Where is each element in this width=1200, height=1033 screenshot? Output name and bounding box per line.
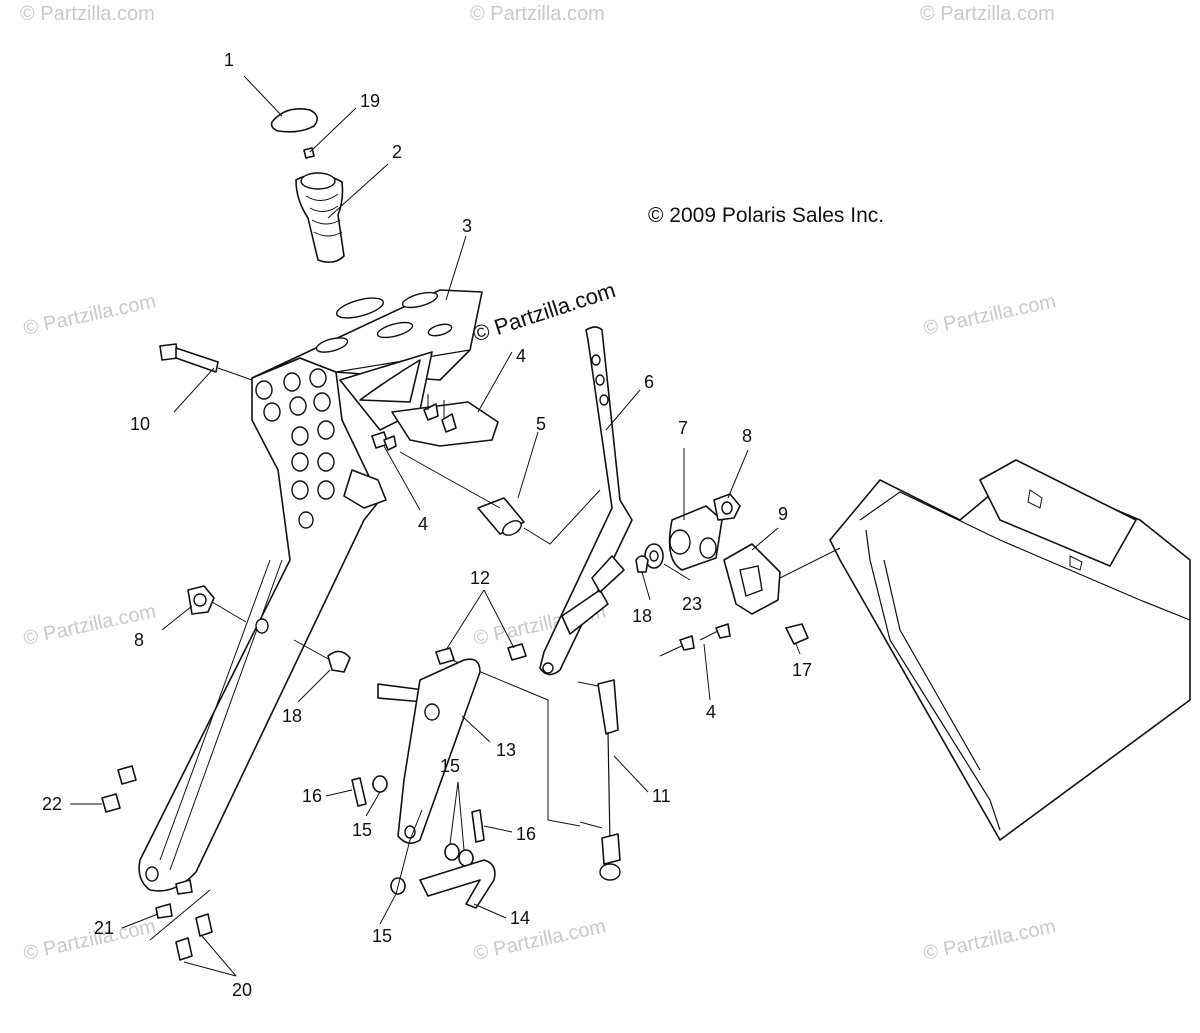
callout-15: 15	[440, 756, 460, 776]
callout-16: 16	[516, 824, 536, 844]
cotter-pin	[471, 809, 485, 843]
callout-19: 19	[360, 91, 380, 111]
copyright-text: © 2009 Polaris Sales Inc.	[648, 204, 884, 227]
shift-lever	[539, 326, 633, 676]
idler-plate	[377, 658, 481, 844]
watermark: © Partzilla.com	[921, 290, 1057, 340]
callout-14: 14	[510, 908, 530, 928]
watermark: © Partzilla.com	[470, 3, 605, 25]
callout-10: 10	[130, 414, 150, 434]
watermark: © Partzilla.com	[20, 3, 155, 25]
watermark: © Partzilla.com	[921, 915, 1057, 965]
mount-plate	[723, 543, 781, 615]
callout-12: 12	[470, 568, 490, 588]
rivet	[423, 403, 439, 421]
callout-15: 15	[352, 820, 372, 840]
callouts: 1 19 2 3 4 10 4 5 6 7 8 9 8 12 18 23 17 …	[42, 50, 812, 1000]
nut	[785, 623, 809, 645]
callout-6: 6	[644, 372, 654, 392]
flange-nut	[101, 793, 121, 813]
rivet	[441, 413, 457, 433]
callout-13: 13	[496, 740, 516, 760]
shift-knob	[295, 172, 345, 264]
watermark: © Partzilla.com	[21, 290, 157, 340]
shift-rod	[577, 679, 621, 881]
rivet	[679, 635, 695, 651]
bolt	[195, 913, 213, 937]
lock-nut	[435, 647, 455, 665]
callout-20: 20	[232, 980, 252, 1000]
nut	[187, 585, 247, 623]
callout-21: 21	[94, 918, 114, 938]
callout-17: 17	[792, 660, 812, 680]
linkage-pin	[419, 859, 496, 909]
washer	[372, 775, 388, 793]
rivet	[383, 435, 397, 451]
clip	[327, 650, 351, 673]
callout-5: 5	[536, 414, 546, 434]
leader-lines	[70, 75, 801, 977]
lock-nut	[507, 643, 527, 661]
callout-23: 23	[682, 594, 702, 614]
callout-4: 4	[706, 702, 716, 722]
bolt	[175, 937, 193, 961]
flange-nut	[117, 765, 137, 785]
callout-11: 11	[652, 786, 671, 806]
callout-18: 18	[632, 606, 652, 626]
washer	[175, 879, 193, 895]
callout-9: 9	[778, 504, 788, 524]
body-panel	[779, 459, 1191, 841]
callout-8: 8	[742, 426, 752, 446]
rivet	[715, 623, 731, 639]
watermark: © Partzilla.com	[471, 915, 607, 965]
callout-1: 1	[224, 50, 234, 70]
watermark: © Partzilla.com	[920, 3, 1055, 25]
washer	[444, 843, 460, 861]
callout-7: 7	[678, 418, 688, 438]
callout-4: 4	[516, 346, 526, 366]
pivot-bolt	[159, 343, 253, 381]
watermark: © Partzilla.com	[21, 915, 157, 965]
shifter-bracket	[138, 289, 499, 892]
callout-18: 18	[282, 706, 302, 726]
callout-8: 8	[134, 630, 144, 650]
callout-22: 22	[42, 794, 62, 814]
pivot-block	[668, 505, 723, 571]
callout-15: 15	[372, 926, 392, 946]
callout-2: 2	[392, 142, 402, 162]
nut	[713, 493, 741, 521]
clip	[635, 555, 649, 573]
shift-knob-cap	[270, 108, 318, 133]
cotter-pin	[351, 777, 367, 807]
callout-4: 4	[418, 514, 428, 534]
callout-3: 3	[462, 216, 472, 236]
washer	[155, 903, 173, 919]
callout-16: 16	[302, 786, 322, 806]
